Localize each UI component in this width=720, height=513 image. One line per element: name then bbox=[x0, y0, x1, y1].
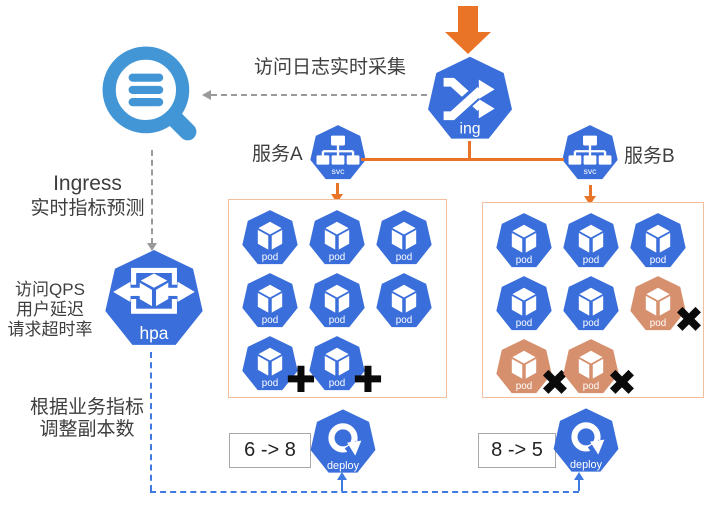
pod-icon: pod ✚ bbox=[308, 335, 383, 399]
svg-text:pod: pod bbox=[516, 318, 532, 329]
log-collection-label: 访问日志实时采集 bbox=[253, 57, 406, 78]
pod-icon: pod bbox=[375, 272, 433, 330]
svg-text:ing: ing bbox=[459, 120, 480, 137]
pod-icon: pod bbox=[562, 212, 620, 270]
pod-icon: pod bbox=[241, 209, 299, 267]
hpa-feedback-vertical-line bbox=[150, 352, 152, 491]
service-b-downlink bbox=[589, 185, 592, 197]
svg-text:pod: pod bbox=[262, 252, 278, 263]
svg-text:svc: svc bbox=[331, 166, 345, 176]
svg-text:deploy: deploy bbox=[327, 460, 360, 472]
log-search-icon bbox=[102, 46, 197, 141]
pod-icon: pod bbox=[629, 212, 687, 270]
pod-icon: pod ✖ bbox=[562, 338, 637, 402]
svg-text:deploy: deploy bbox=[570, 459, 603, 471]
hpa-metrics-label: 访问QPS 用户延迟 请求超时率 bbox=[7, 280, 93, 340]
service-b-arrowhead bbox=[584, 196, 596, 205]
deploy-b-uplink bbox=[578, 479, 580, 491]
service-b-pod-grid: pod pod pod pod bbox=[483, 203, 704, 402]
adjust-replicas-label: 根据业务指标 调整副本数 bbox=[29, 397, 144, 440]
svg-text:pod: pod bbox=[583, 381, 599, 392]
svg-text:pod: pod bbox=[329, 315, 345, 326]
service-a-label: 服务A bbox=[252, 144, 303, 165]
svg-text:pod: pod bbox=[396, 315, 412, 326]
service-a-icon: svc bbox=[310, 125, 366, 180]
ingress-icon: ing bbox=[428, 56, 512, 139]
pod-icon: pod bbox=[308, 209, 366, 267]
deploy-a-arrowhead bbox=[337, 472, 347, 480]
svg-text:pod: pod bbox=[650, 255, 666, 266]
svg-text:pod: pod bbox=[329, 252, 345, 263]
pod-icon: pod bbox=[495, 275, 553, 333]
svg-text:pod: pod bbox=[583, 255, 599, 266]
deploy-a-icon: deploy bbox=[310, 409, 376, 473]
ingress-downlink bbox=[468, 141, 471, 161]
pod-icon: pod ✖ bbox=[629, 275, 704, 339]
svg-text:pod: pod bbox=[583, 318, 599, 329]
inbound-traffic-arrow bbox=[445, 6, 491, 54]
pod-icon: pod bbox=[241, 272, 299, 330]
pod-icon: pod bbox=[375, 209, 433, 267]
pod-change-marker: ✚ bbox=[352, 360, 383, 401]
svg-text:pod: pod bbox=[396, 252, 412, 263]
svg-text:pod: pod bbox=[516, 381, 532, 392]
svg-text:pod: pod bbox=[262, 315, 278, 326]
svg-text:pod: pod bbox=[329, 378, 345, 389]
pod-icon: pod bbox=[308, 272, 366, 330]
log-collection-arrowhead bbox=[202, 90, 211, 100]
deploy-a-uplink bbox=[341, 479, 343, 491]
pod-icon: pod ✖ bbox=[495, 338, 570, 402]
pod-icon: pod bbox=[495, 212, 553, 270]
service-a-scale-change: 6 -> 8 bbox=[229, 433, 311, 468]
deploy-b-arrowhead bbox=[574, 472, 584, 480]
service-a-pod-grid: pod pod pod pod bbox=[229, 200, 446, 399]
svg-text:pod: pod bbox=[516, 255, 532, 266]
svg-text:pod: pod bbox=[262, 378, 278, 389]
service-b-icon: svc bbox=[562, 125, 618, 180]
service-a-pod-group: pod pod pod pod bbox=[228, 199, 447, 399]
hpa-icon: hpa bbox=[105, 250, 203, 345]
svg-text:svc: svc bbox=[583, 166, 597, 176]
service-a-downlink bbox=[336, 183, 339, 195]
service-a-arrowhead bbox=[331, 194, 343, 203]
prediction-line bbox=[151, 150, 153, 244]
service-b-scale-change: 8 -> 5 bbox=[478, 433, 556, 468]
prediction-label: Ingress 实时指标预测 bbox=[30, 172, 145, 219]
pod-icon: pod ✚ bbox=[241, 335, 316, 399]
pod-change-marker: ✖ bbox=[606, 363, 637, 404]
service-b-label: 服务B bbox=[624, 146, 675, 167]
svg-text:pod: pod bbox=[650, 318, 666, 329]
ingress-to-services-line bbox=[361, 158, 564, 161]
pod-change-marker: ✖ bbox=[673, 300, 704, 341]
hpa-feedback-horizontal-line bbox=[150, 491, 579, 493]
pod-icon: pod bbox=[562, 275, 620, 333]
prediction-arrowhead bbox=[147, 243, 157, 251]
log-collection-line bbox=[211, 94, 427, 96]
svg-text:hpa: hpa bbox=[140, 323, 169, 343]
deploy-b-icon: deploy bbox=[553, 408, 619, 472]
service-b-pod-group: pod pod pod pod bbox=[482, 202, 704, 402]
